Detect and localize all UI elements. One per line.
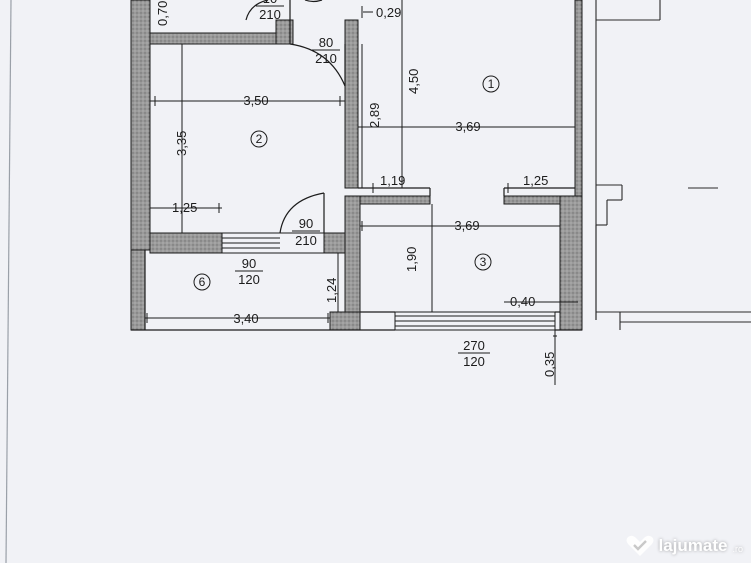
walls [130,0,583,331]
opening-label-2: 80 210 [312,35,340,66]
dim-040: 0,40 [510,294,535,309]
dim-190: 1,90 [404,247,419,272]
room-number-3: 3 [480,255,487,269]
svg-text:210: 210 [315,51,337,66]
dimension-lines [145,0,578,385]
dim-125-left: 1,25 [172,200,197,215]
exterior-right [595,0,751,330]
dim-035: 0,35 [542,352,557,377]
dim-335: 3,35 [174,131,189,156]
dim-029: 0,29 [376,5,401,20]
dim-119: 1,19 [380,173,405,188]
svg-text:80: 80 [319,35,333,50]
dim-450: 4,50 [406,69,421,94]
heart-check-icon [626,535,653,556]
dim-289: 2,89 [367,103,382,128]
dim-350: 3,50 [243,93,268,108]
dim-070: 0,70 [155,1,170,26]
watermark-domain: .ro [732,543,743,554]
dim-369-top: 3,69 [455,119,480,134]
room-marker-1 [482,75,500,93]
opening-label-5: 270 120 [458,338,490,369]
opening-label-4: 90 120 [235,256,263,287]
svg-text:120: 120 [463,354,485,369]
opening-label-1: 10 210 [256,0,284,22]
room-number-6: 6 [199,275,206,289]
room-number-1: 1 [488,77,495,91]
watermark: lajumate .ro [625,535,743,557]
window-room6 [222,232,324,254]
room-marker-6 [193,273,211,291]
room-number-2: 2 [256,132,263,146]
paper-edge [5,0,12,563]
dim-124: 1,24 [324,278,339,303]
svg-text:270: 270 [463,338,485,353]
window-bottom [394,311,556,331]
svg-text:210: 210 [259,7,281,22]
room-marker-3 [474,253,492,271]
svg-text:90: 90 [299,216,313,231]
watermark-brand: lajumate [658,536,728,555]
svg-text:90: 90 [242,256,256,271]
svg-text:210: 210 [295,233,317,248]
door-arcs [245,0,346,234]
svg-text:120: 120 [238,272,260,287]
dim-125-right: 1,25 [523,173,548,188]
svg-text:10: 10 [263,0,277,6]
room-marker-2 [250,130,268,148]
opening-label-3: 90 210 [292,216,320,248]
dim-340: 3,40 [233,311,258,326]
dim-369-bottom: 3,69 [454,218,479,233]
